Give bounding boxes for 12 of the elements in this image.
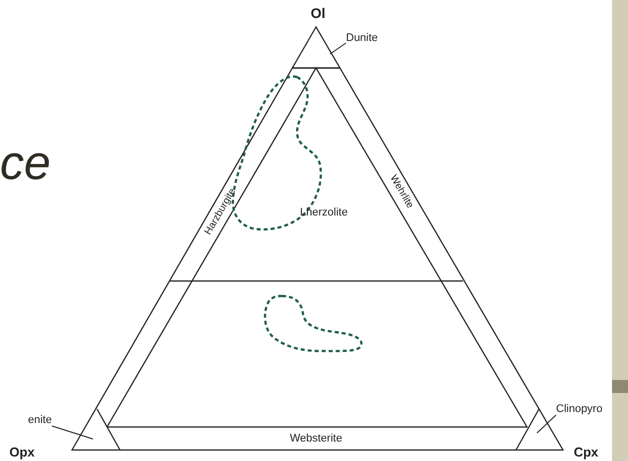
diagram-label: Websterite (290, 434, 342, 444)
diagram-label: Cpx (574, 446, 598, 458)
leader-line (536, 414, 556, 434)
leader-line (52, 426, 94, 440)
diagram-label: ce (0, 140, 51, 188)
leader-line (330, 42, 346, 54)
diagram-label: Lherzolite (300, 208, 348, 218)
diagram-label: Opx (9, 446, 35, 458)
rock-name-label: Dunite (346, 32, 378, 44)
rock-name-label: Clinopyro (556, 403, 602, 415)
diagram-label: Ol (310, 6, 326, 20)
rock-name-label: enite (28, 414, 52, 426)
